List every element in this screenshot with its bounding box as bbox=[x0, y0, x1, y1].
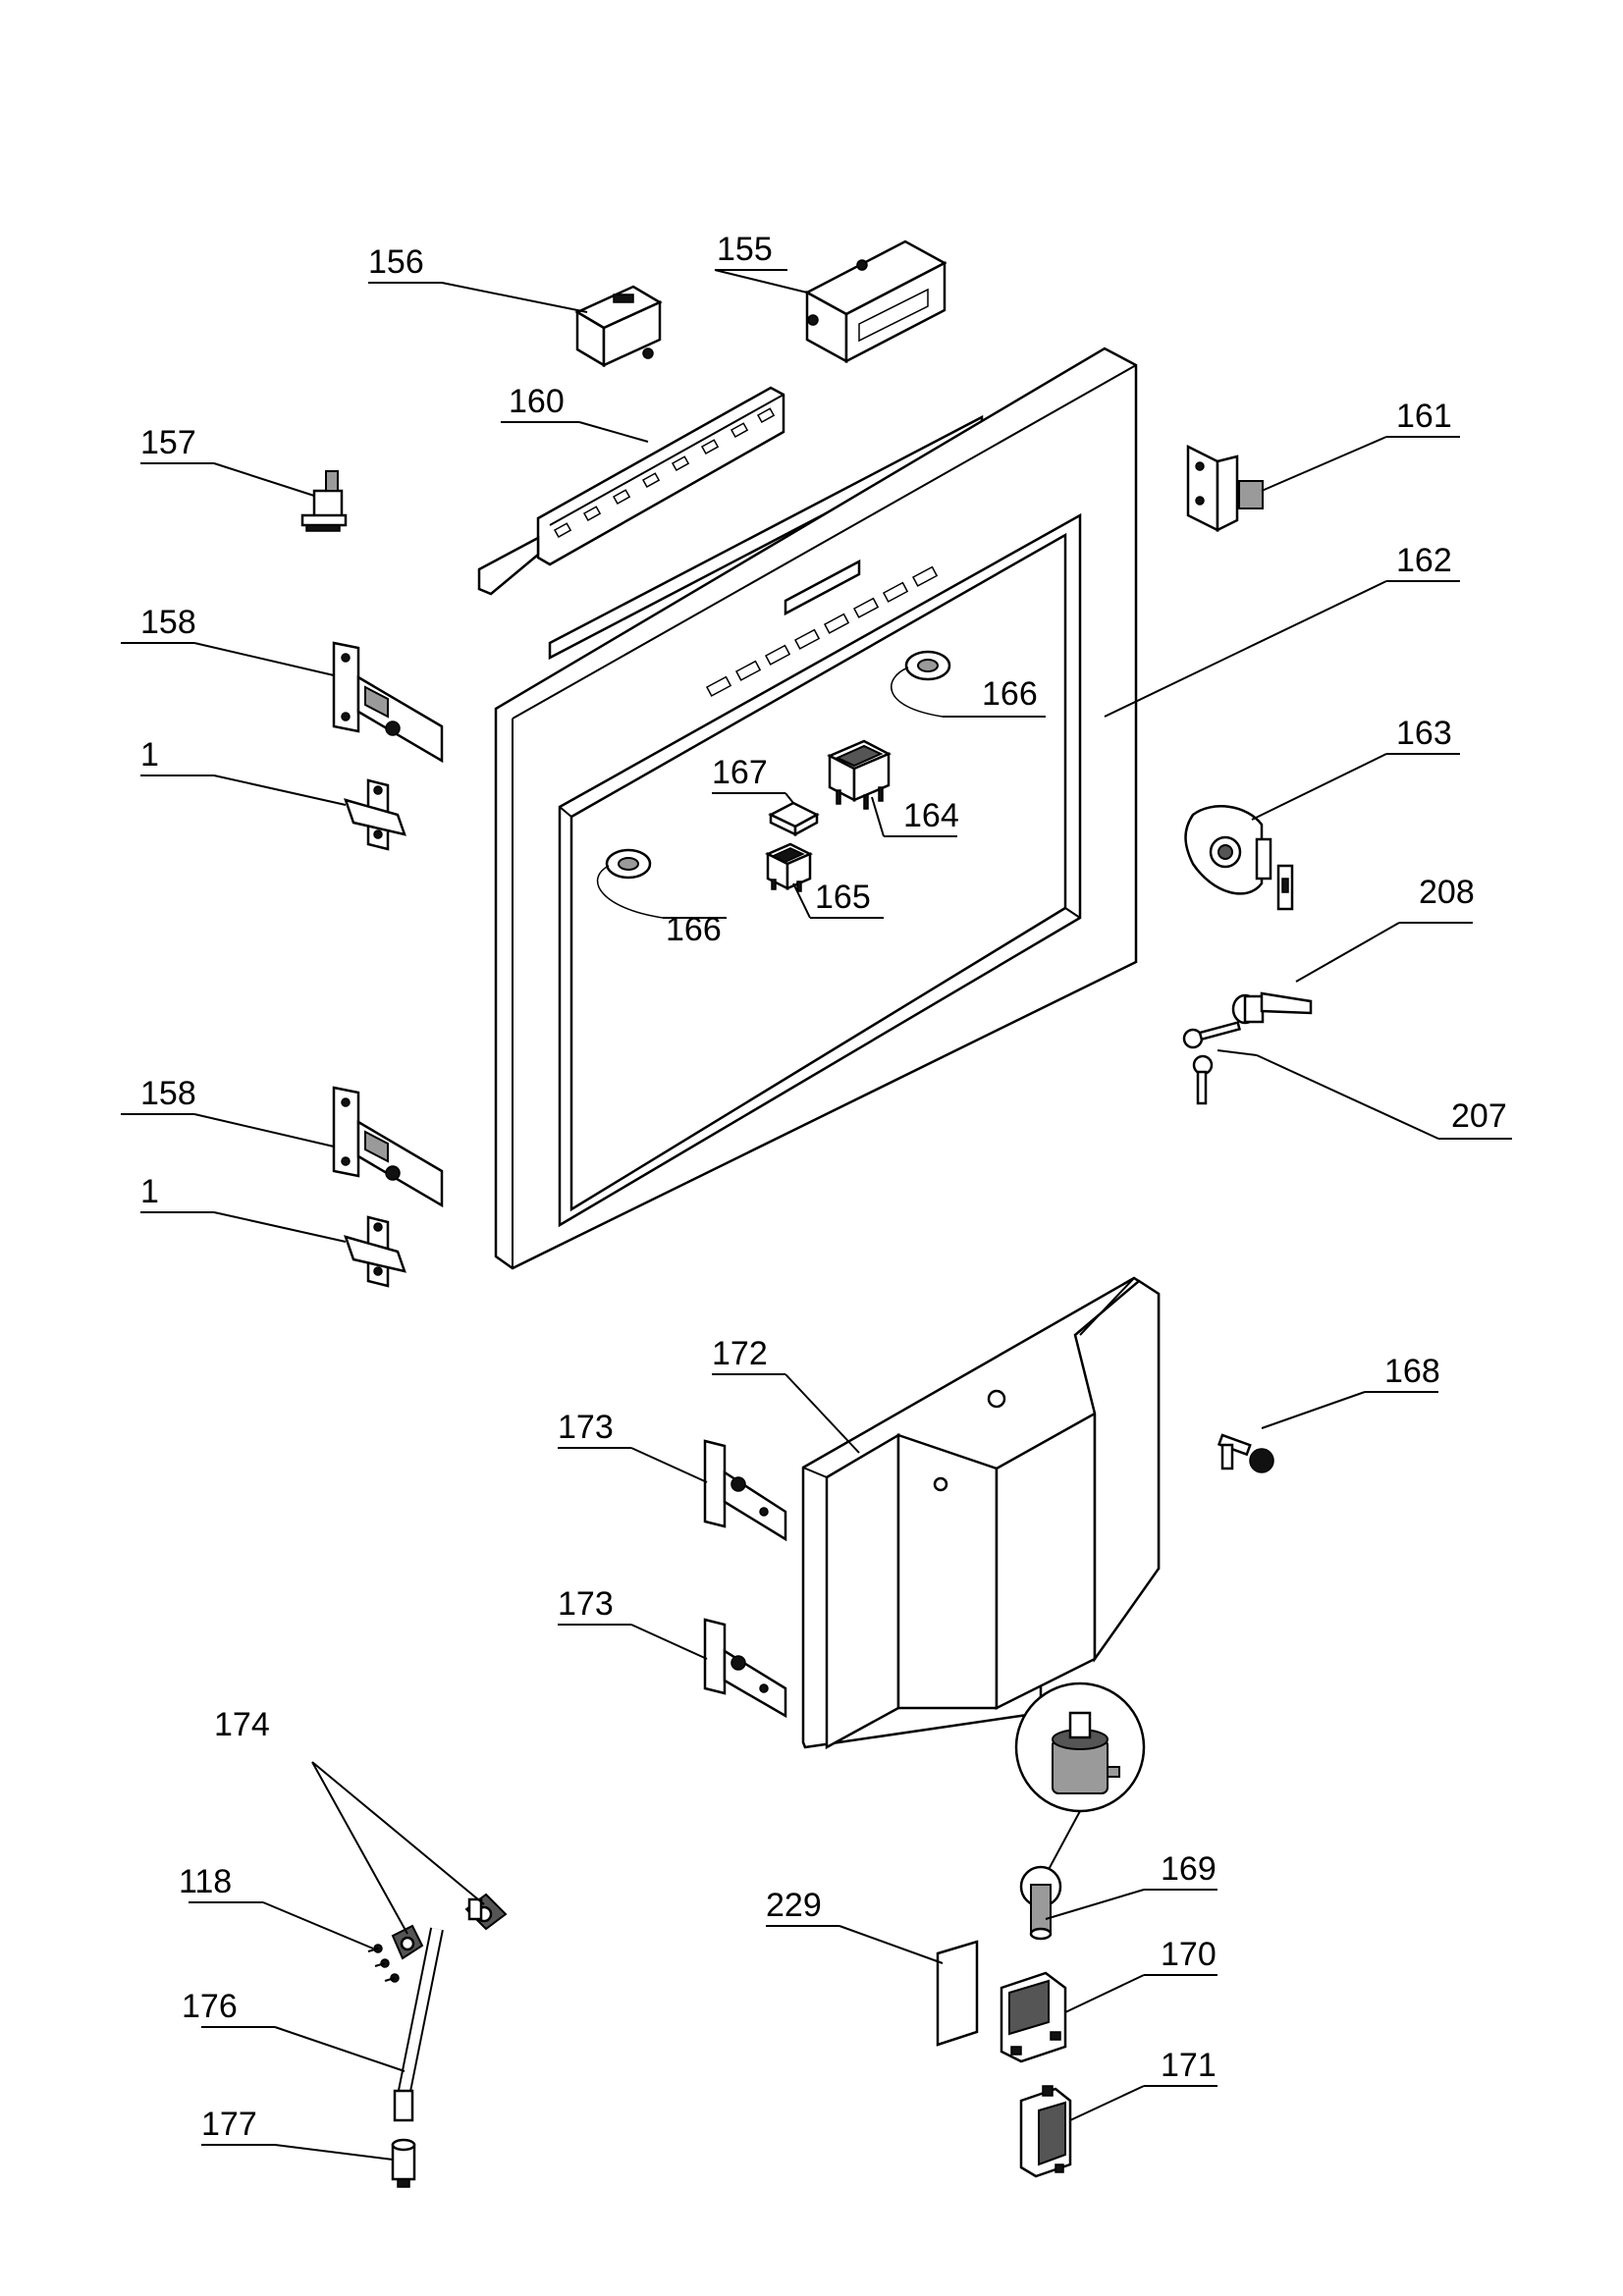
label-168: 168 bbox=[1384, 1353, 1440, 1390]
part-163-lock-plate bbox=[1184, 805, 1294, 911]
label-118: 118 bbox=[179, 1863, 232, 1900]
label-1-lower: 1 bbox=[140, 1173, 159, 1210]
part-207-keys bbox=[1182, 1021, 1241, 1105]
label-164: 164 bbox=[903, 797, 959, 834]
door-panel bbox=[494, 347, 1138, 1270]
label-172: 172 bbox=[712, 1335, 768, 1372]
label-208: 208 bbox=[1419, 874, 1475, 911]
part-173-hinge-upper bbox=[703, 1439, 787, 1542]
label-158-lower: 158 bbox=[140, 1075, 196, 1112]
part-167-cap bbox=[768, 801, 820, 837]
label-165: 165 bbox=[815, 879, 871, 916]
label-229: 229 bbox=[766, 1887, 822, 1924]
part-177-nozzle bbox=[391, 2138, 416, 2188]
label-162: 162 bbox=[1396, 542, 1452, 579]
part-208-lock-cylinder bbox=[1231, 991, 1313, 1025]
part-173-hinge-lower bbox=[703, 1618, 787, 1719]
label-169: 169 bbox=[1161, 1850, 1217, 1888]
label-174: 174 bbox=[214, 1706, 270, 1743]
part-172-lower-cover bbox=[801, 1276, 1161, 1750]
part-164-rocker-switch bbox=[827, 739, 892, 810]
label-160: 160 bbox=[509, 383, 565, 420]
label-161: 161 bbox=[1396, 398, 1452, 435]
part-1-bracket-upper bbox=[344, 778, 406, 851]
part-158-hinge-lower bbox=[332, 1086, 444, 1208]
label-166-lower: 166 bbox=[666, 911, 722, 948]
part-158-hinge-upper bbox=[332, 641, 444, 764]
label-166-upper: 166 bbox=[982, 675, 1038, 713]
part-174-fitting-right bbox=[464, 1893, 508, 1931]
part-161-hinge bbox=[1186, 444, 1264, 533]
part-118-screws bbox=[367, 1944, 400, 1983]
part-176-tube bbox=[393, 1885, 470, 2122]
label-177: 177 bbox=[201, 2106, 257, 2143]
label-173-upper: 173 bbox=[558, 1409, 614, 1446]
label-167: 167 bbox=[712, 754, 768, 791]
label-156: 156 bbox=[368, 243, 424, 281]
part-165-switch bbox=[765, 842, 813, 892]
part-166-speaker-lower bbox=[596, 848, 664, 919]
part-157-switch bbox=[300, 470, 348, 532]
label-176: 176 bbox=[182, 1988, 238, 2025]
part-1-bracket-lower bbox=[344, 1215, 406, 1288]
part-229-label bbox=[936, 1940, 979, 2047]
part-156-control-unit bbox=[574, 285, 663, 368]
label-1-upper: 1 bbox=[140, 736, 159, 774]
part-160-strip bbox=[477, 386, 785, 596]
part-174-fitting-left bbox=[391, 1924, 424, 1960]
part-155-box bbox=[804, 240, 947, 364]
label-170: 170 bbox=[1161, 1936, 1217, 1973]
label-157: 157 bbox=[140, 424, 196, 461]
part-168-knob bbox=[1217, 1433, 1274, 1473]
part-169-detail bbox=[1014, 1682, 1146, 1941]
label-207: 207 bbox=[1451, 1097, 1507, 1135]
slot-row bbox=[705, 565, 939, 697]
label-158-upper: 158 bbox=[140, 604, 196, 641]
label-173-lower: 173 bbox=[558, 1585, 614, 1623]
label-171: 171 bbox=[1161, 2047, 1217, 2084]
leader-lines bbox=[121, 269, 1512, 2161]
label-155: 155 bbox=[717, 231, 773, 268]
part-171-holder bbox=[1019, 2085, 1072, 2178]
label-163: 163 bbox=[1396, 715, 1452, 752]
part-166-speaker-upper bbox=[891, 650, 951, 718]
part-labels: 156 155 160 157 161 162 158 166 1 167 16… bbox=[140, 231, 1507, 2143]
part-170-holder bbox=[1000, 1971, 1067, 2063]
